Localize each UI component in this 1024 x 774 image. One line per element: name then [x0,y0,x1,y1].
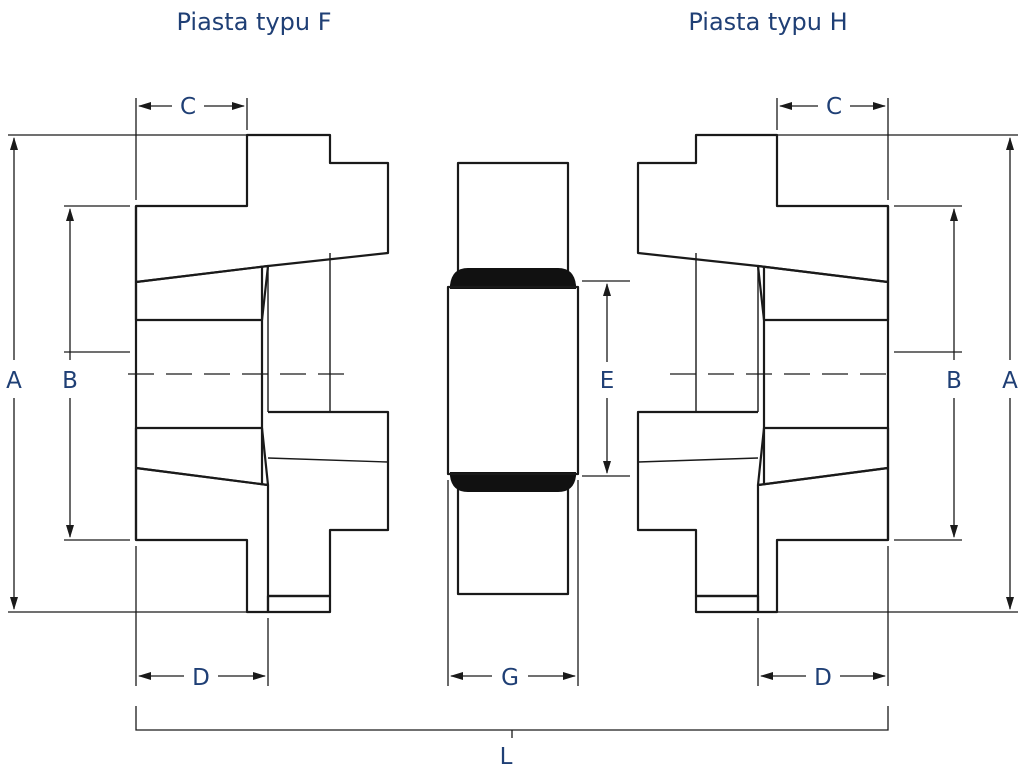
dim-label-e: E [600,368,615,394]
dim-label-d-left: D [192,665,210,691]
dimension-lines [8,98,1018,738]
hub-h-jaw-base [694,594,760,614]
hub-f-jaw-base [266,594,332,614]
hub-h-jaw [636,410,758,598]
dim-label-b-left: B [62,368,78,394]
insert-upper-band [450,268,576,289]
dim-label-c-right: C [826,94,842,120]
insert-upper-block [456,161,570,278]
title-right-hub: Piasta typu H [688,8,847,36]
hub-f-lower-section [134,466,270,614]
dim-label-a-left: A [6,368,22,394]
insert-lower-block [456,480,570,596]
title-left-hub: Piasta typu F [176,8,331,36]
hub-type-f [134,133,390,614]
hub-type-h [636,133,890,614]
hub-h-upper-bushing [756,264,890,322]
elastic-insert [446,161,580,596]
hub-f-upper-section [134,133,390,284]
dim-label-d-right: D [814,665,832,691]
hub-h-upper-section [636,133,890,284]
dim-label-c-left: C [180,94,196,120]
dim-label-a-right: A [1002,368,1018,394]
insert-lower-band [450,472,576,492]
hub-f-jaw [268,410,390,598]
insert-body [446,285,580,476]
dim-label-b-right: B [946,368,962,394]
hub-f-upper-bushing [134,264,270,322]
hub-h-lower-section [756,466,890,614]
dim-label-l: L [500,744,513,770]
dim-label-g: G [501,665,519,691]
